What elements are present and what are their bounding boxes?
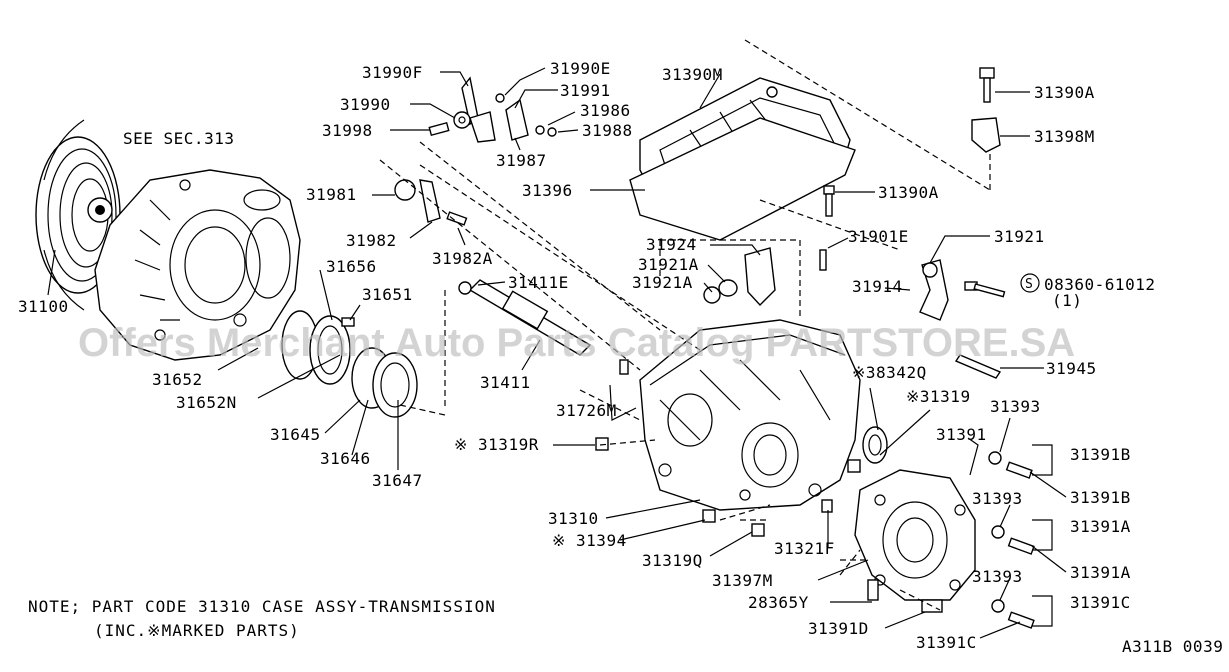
figure-code: A311B 0039 bbox=[1122, 637, 1223, 656]
label-31647: 31647 bbox=[372, 471, 423, 490]
label-31651: 31651 bbox=[362, 285, 413, 304]
label-31646: 31646 bbox=[320, 449, 371, 468]
oil-pump-rings-illustration bbox=[281, 310, 355, 385]
circled-s-letter: S bbox=[1025, 277, 1033, 292]
transmission-case-illustration bbox=[639, 319, 861, 511]
label-31393-c: 31393 bbox=[972, 567, 1023, 586]
label-31914: 31914 bbox=[852, 277, 903, 296]
oil-pan-bolt-illustration bbox=[823, 67, 1001, 217]
label-31726M: 31726M bbox=[556, 401, 617, 420]
label-31987: 31987 bbox=[496, 151, 547, 170]
label-31986: 31986 bbox=[580, 101, 631, 120]
label-31652: 31652 bbox=[152, 370, 203, 389]
label-31319: ※31319 bbox=[906, 387, 971, 406]
label-31310: 31310 bbox=[548, 509, 599, 528]
label-31397M: 31397M bbox=[712, 571, 773, 590]
label-31393-b: 31393 bbox=[972, 489, 1023, 508]
label-31100: 31100 bbox=[18, 297, 69, 316]
label-31391C-b: 31391C bbox=[916, 633, 977, 652]
label-31391: 31391 bbox=[936, 425, 987, 444]
see-section-label: SEE SEC.313 bbox=[123, 129, 234, 148]
circled-s-icon: S bbox=[1020, 273, 1040, 293]
label-31391A-b: 31391A bbox=[1070, 563, 1131, 582]
label-31391B-b: 31391B bbox=[1070, 488, 1131, 507]
label-31982: 31982 bbox=[346, 231, 397, 250]
label-31990F: 31990F bbox=[362, 63, 423, 82]
label-31391B-a: 31391B bbox=[1070, 445, 1131, 464]
label-31411E: 31411E bbox=[508, 273, 569, 292]
label-31390M: 31390M bbox=[662, 65, 723, 84]
label-31411: 31411 bbox=[480, 373, 531, 392]
label-28365Y: 28365Y bbox=[748, 593, 809, 612]
label-31656: 31656 bbox=[326, 257, 377, 276]
label-31645: 31645 bbox=[270, 425, 321, 444]
rear-housing-illustration bbox=[854, 469, 976, 613]
manual-shaft-illustration bbox=[919, 259, 1006, 379]
label-08360-61012: 08360-61012 bbox=[1044, 275, 1155, 294]
label-31321F: 31321F bbox=[774, 539, 835, 558]
oil-pan-illustration bbox=[629, 77, 856, 241]
input-shaft-illustration bbox=[458, 279, 592, 356]
label-31921A-b: 31921A bbox=[632, 273, 693, 292]
label-31319R: ※ 31319R bbox=[454, 435, 539, 454]
label-31396: 31396 bbox=[522, 181, 573, 200]
label-31391C-a: 31391C bbox=[1070, 593, 1131, 612]
leader-lines bbox=[47, 67, 1067, 639]
label-31394: ※ 31394 bbox=[552, 531, 627, 550]
converter-housing-illustration bbox=[94, 169, 301, 361]
torque-converter-illustration bbox=[35, 119, 121, 311]
label-31981: 31981 bbox=[306, 185, 357, 204]
label-31990: 31990 bbox=[340, 95, 391, 114]
rear-bolts-illustration bbox=[988, 451, 1035, 629]
label-31945: 31945 bbox=[1046, 359, 1097, 378]
label-31924: 31924 bbox=[646, 235, 697, 254]
note-line-1: NOTE; PART CODE 31310 CASE ASSY-TRANSMIS… bbox=[28, 597, 496, 616]
watermark: Offers Merchant Auto Parts Catalog PARTS… bbox=[78, 321, 1075, 365]
label-31390A-top: 31390A bbox=[1034, 83, 1095, 102]
assembly-dashed-lines bbox=[379, 39, 991, 611]
label-31901E: 31901E bbox=[848, 227, 909, 246]
case-seals-illustration bbox=[595, 359, 888, 537]
label-31398M: 31398M bbox=[1034, 127, 1095, 146]
label-38342Q: ※38342Q bbox=[852, 363, 927, 382]
label-31998: 31998 bbox=[322, 121, 373, 140]
label-31991: 31991 bbox=[560, 81, 611, 100]
detent-lever-illustration bbox=[703, 247, 827, 307]
label-31988: 31988 bbox=[582, 121, 633, 140]
label-31982A: 31982A bbox=[432, 249, 493, 268]
part-labels: 31990F 31990E 31390M 31390A 31991 31990 … bbox=[18, 59, 1223, 656]
bracket-31981-illustration bbox=[394, 179, 468, 226]
label-08360-qty: (1) bbox=[1052, 291, 1082, 310]
label-31921: 31921 bbox=[994, 227, 1045, 246]
note-line-2: (INC.※MARKED PARTS) bbox=[94, 621, 300, 640]
label-31921A-a: 31921A bbox=[638, 255, 699, 274]
label-31990E: 31990E bbox=[550, 59, 611, 78]
extension-seal-illustration bbox=[351, 347, 418, 418]
label-31393-a: 31393 bbox=[990, 397, 1041, 416]
shift-lever-parts-illustration bbox=[428, 76, 557, 143]
label-31390A-mid: 31390A bbox=[878, 183, 939, 202]
label-31391A-a: 31391A bbox=[1070, 517, 1131, 536]
label-31391D: 31391D bbox=[808, 619, 869, 638]
label-31652N: 31652N bbox=[176, 393, 237, 412]
label-31319Q: 31319Q bbox=[642, 551, 703, 570]
